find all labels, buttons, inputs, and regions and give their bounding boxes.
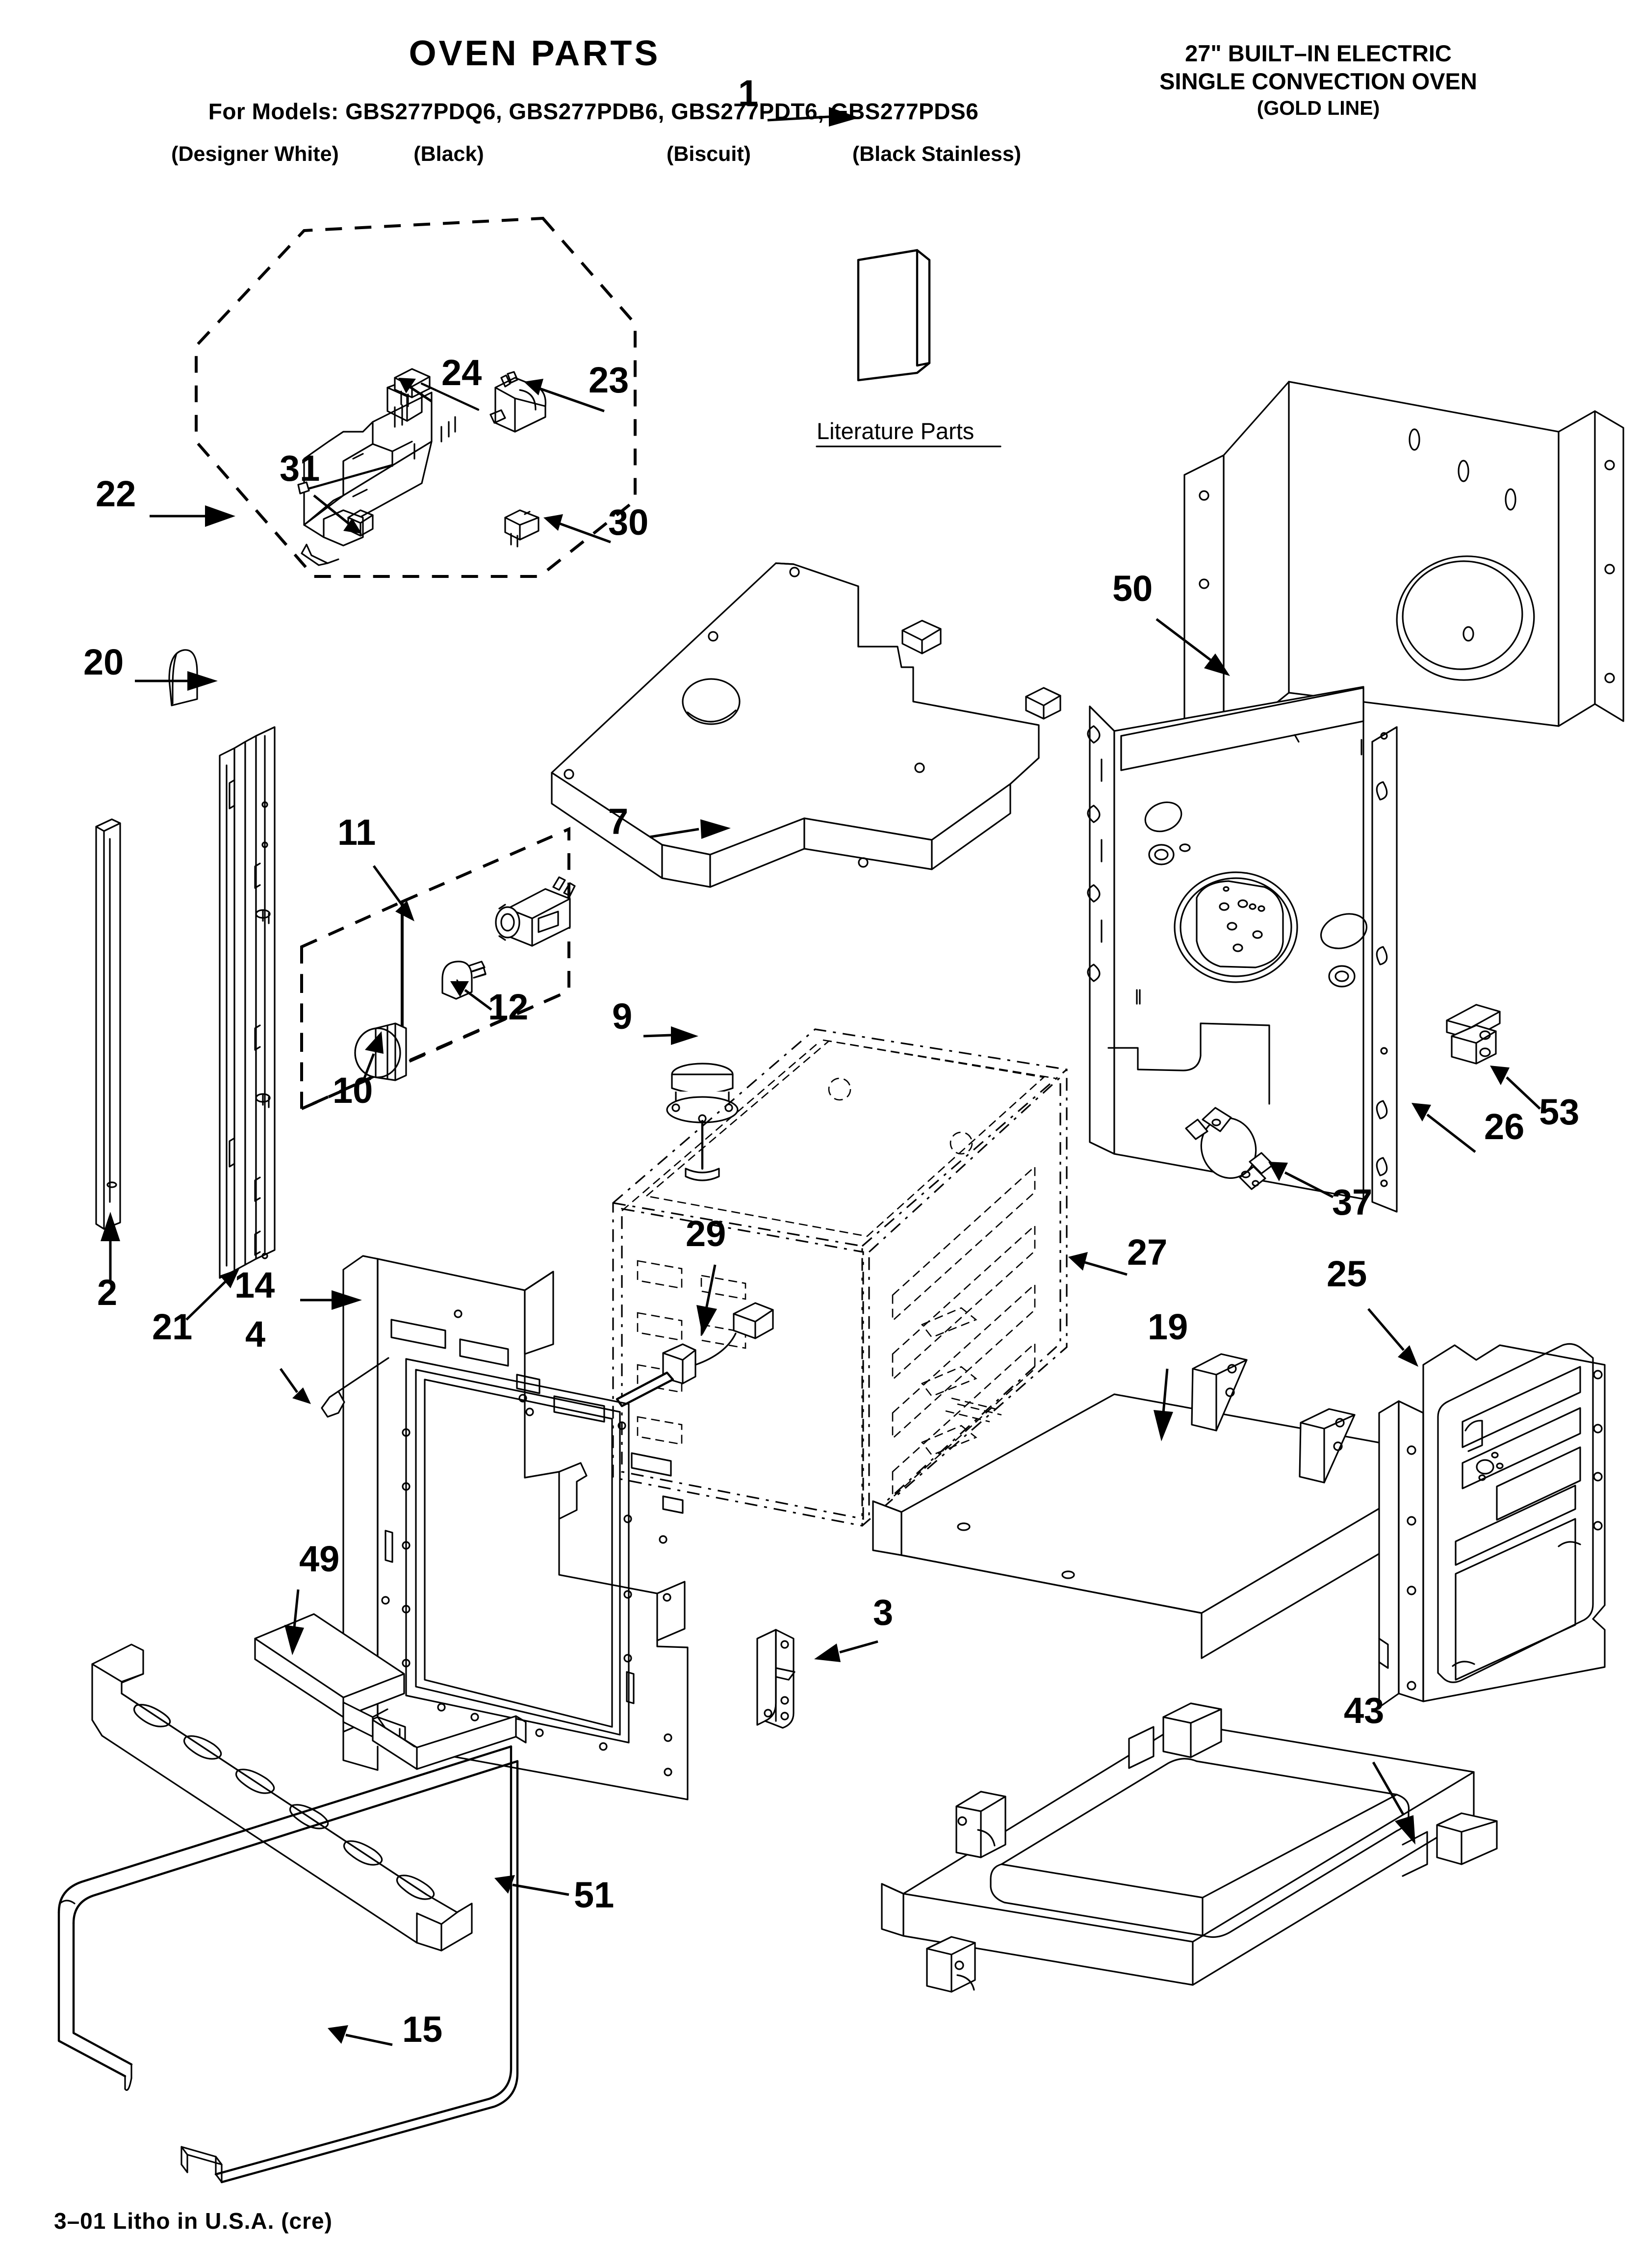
group-11-lamp-assembly-boundary [300, 827, 570, 1111]
callout-27: 27 [1127, 1232, 1167, 1273]
callout-26: 26 [1484, 1106, 1524, 1147]
callout-numbers: 1 24 23 31 22 30 20 50 7 11 12 10 9 53 2… [83, 73, 1579, 2050]
part-31-control-bracket [297, 379, 456, 566]
color-variant-1: (Black) [413, 142, 484, 166]
product-line: (GOLD LINE) [1257, 96, 1380, 119]
callout-15: 15 [402, 2009, 442, 2050]
part-14-front-frame [342, 1255, 689, 1800]
part-50-rear-panel [1183, 381, 1624, 747]
callout-14: 14 [234, 1265, 275, 1305]
callout-51: 51 [574, 1875, 614, 1915]
group-22-control-assembly-boundary [195, 216, 637, 578]
part-51-vent-trim [91, 1643, 473, 1952]
color-variant-2: (Biscuit) [667, 142, 751, 166]
callout-11: 11 [337, 812, 376, 853]
part-10-lamp-lens [354, 1022, 407, 1081]
literature-parts-label: Literature Parts [817, 418, 974, 444]
callout-25: 25 [1327, 1253, 1367, 1294]
product-description: 27" BUILT–IN ELECTRIC SINGLE CONVECTION … [1073, 39, 1564, 120]
color-variant-3: (Black Stainless) [852, 142, 1022, 166]
part-29-temperature-sensor [616, 1302, 774, 1408]
callout-37: 37 [1332, 1182, 1372, 1223]
callout-3: 3 [873, 1592, 893, 1633]
part-19-bottom-shelf-panel [872, 1353, 1411, 1659]
callout-23: 23 [589, 360, 629, 400]
callout-9: 9 [612, 996, 632, 1037]
callout-1: 1 [738, 73, 758, 113]
callout-24: 24 [441, 352, 482, 393]
callout-2: 2 [97, 1272, 117, 1313]
part-37-thermal-limiter [1185, 1107, 1274, 1190]
callout-53: 53 [1539, 1092, 1579, 1132]
callout-12: 12 [488, 987, 528, 1027]
color-variant-0: (Designer White) [171, 142, 339, 166]
print-code-footer: 3–01 Litho in U.S.A. (cre) [54, 2208, 333, 2234]
part-7-top-cover-panel [551, 562, 1061, 888]
callout-10: 10 [333, 1070, 373, 1111]
part-3-mounting-bracket [756, 1629, 795, 1729]
part-15-door-gasket-seal [57, 1745, 519, 2184]
callout-49: 49 [299, 1538, 339, 1579]
part-27-oven-cavity-liner [612, 1028, 1068, 1527]
part-53-small-bracket [1446, 1004, 1501, 1065]
callout-7: 7 [608, 801, 628, 842]
page-title: OVEN PARTS [409, 34, 661, 73]
callout-30: 30 [608, 502, 648, 543]
product-size-type: 27" BUILT–IN ELECTRIC [1185, 40, 1452, 66]
callout-21: 21 [152, 1306, 192, 1347]
color-variants: (Designer White) (Black) (Biscuit) (Black S… [0, 142, 1187, 166]
callout-43: 43 [1344, 1690, 1384, 1731]
part-30-micro-switch [504, 509, 539, 547]
product-category: SINGLE CONVECTION OVEN [1159, 68, 1477, 95]
part-20-end-cap [168, 649, 198, 706]
part-26-convection-fan-rear-panel [1087, 686, 1398, 1213]
callout-22: 22 [96, 473, 136, 514]
part-12-oven-light-bulb [441, 961, 487, 1000]
callout-4: 4 [245, 1314, 265, 1355]
callout-31: 31 [280, 448, 320, 489]
part-11-lamp-socket [495, 876, 576, 947]
part-2-vertical-trim-strip [95, 818, 121, 1230]
part-25-side-panel [1378, 1343, 1606, 1708]
callout-29: 29 [686, 1213, 726, 1254]
callout-19: 19 [1148, 1306, 1188, 1347]
callout-20: 20 [83, 642, 124, 682]
diagram-header: OVEN PARTS For Models: GBS277PDQ6, GBS27… [0, 0, 1642, 196]
part-43-base-pan [881, 1702, 1498, 1993]
callout-50: 50 [1112, 568, 1153, 609]
part-1-literature-parts [857, 249, 931, 382]
part-21-side-rail [219, 726, 276, 1279]
part-9-vent-tube-assembly [666, 1063, 739, 1181]
part-4-screw-pin [321, 1357, 389, 1418]
